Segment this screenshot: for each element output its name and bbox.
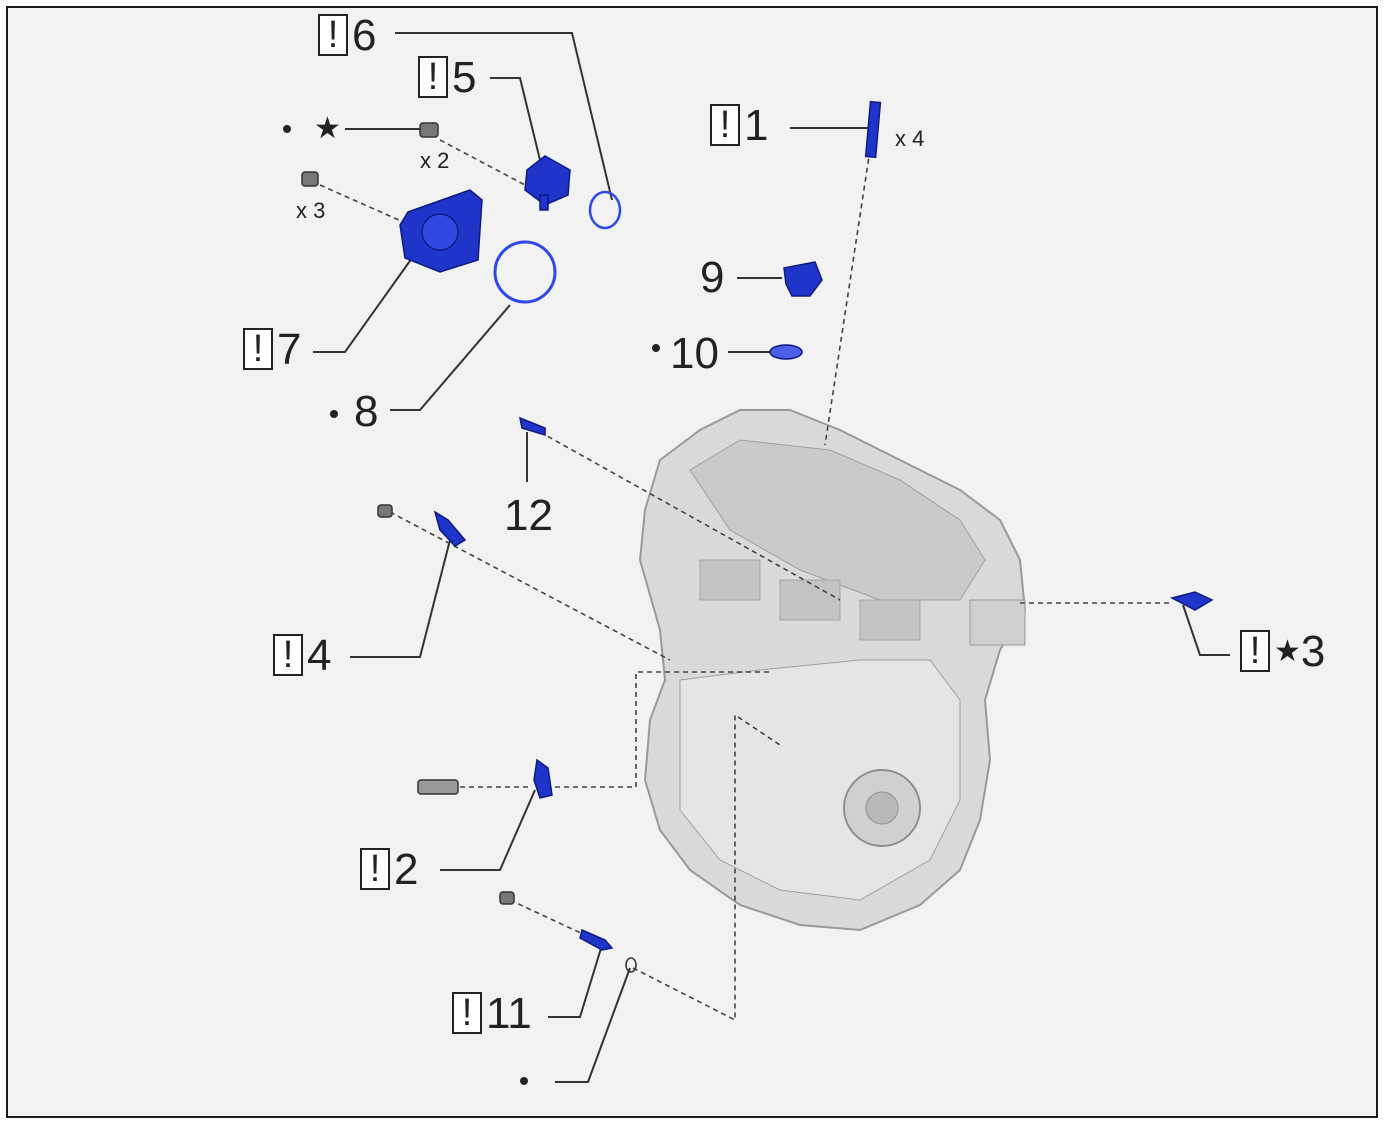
warning-icon: ! bbox=[452, 992, 482, 1034]
bullet-mark bbox=[520, 1077, 528, 1085]
bolts bbox=[301, 122, 637, 973]
callout-number: 5 bbox=[452, 53, 477, 102]
callout-11[interactable]: !11 bbox=[452, 992, 532, 1036]
bullet-mark bbox=[652, 344, 660, 352]
callout-number: 8 bbox=[354, 387, 379, 436]
part-8-gasket bbox=[493, 240, 557, 304]
warning-icon: ! bbox=[243, 328, 273, 370]
callout-number: 6 bbox=[352, 11, 377, 60]
parts bbox=[399, 100, 1214, 951]
callout-6[interactable]: !6 bbox=[318, 14, 376, 58]
bolt-x2 bbox=[419, 122, 439, 138]
part-3-sensor bbox=[1169, 591, 1214, 611]
bullet-mark bbox=[330, 410, 338, 418]
callout-12[interactable]: 12 bbox=[504, 494, 553, 538]
callout-number: 11 bbox=[486, 989, 532, 1038]
assembly-lines bbox=[319, 139, 1172, 1022]
star-icon: ★ bbox=[314, 112, 341, 145]
warning-icon: ! bbox=[710, 104, 740, 146]
warning-icon: ! bbox=[418, 56, 448, 98]
part-11-sensor bbox=[579, 928, 614, 951]
part-12-sensor bbox=[518, 416, 546, 437]
warning-icon: ! bbox=[360, 848, 390, 890]
part-10-ring bbox=[769, 344, 803, 360]
callout-number: 10 bbox=[670, 329, 719, 378]
part-9-cap bbox=[783, 261, 823, 297]
callout-9[interactable]: 9 bbox=[700, 256, 724, 300]
callout-number: 12 bbox=[504, 491, 553, 540]
callout-number: 7 bbox=[277, 325, 302, 374]
part-5-actuator bbox=[524, 155, 571, 206]
warning-icon: ! bbox=[318, 14, 348, 56]
qty-label: x 4 bbox=[895, 126, 925, 151]
callout-2[interactable]: !2 bbox=[360, 848, 418, 892]
bolt-x3 bbox=[301, 171, 319, 187]
callout-8[interactable]: 8 bbox=[354, 390, 378, 434]
callout-number: 1 bbox=[744, 101, 769, 150]
part-6-gasket bbox=[588, 190, 622, 230]
callout-number: 4 bbox=[307, 631, 332, 680]
callout-10[interactable]: 10 bbox=[670, 332, 719, 376]
callout-3[interactable]: !★3 bbox=[1240, 630, 1325, 674]
part-1-spark-plug bbox=[864, 100, 882, 159]
callout-number: 2 bbox=[394, 845, 419, 894]
callout-5[interactable]: !5 bbox=[418, 56, 476, 100]
callout-4[interactable]: !4 bbox=[273, 634, 331, 678]
qty-label: x 3 bbox=[296, 198, 326, 223]
leader-lines bbox=[313, 32, 1230, 1083]
qty-label: x 2 bbox=[420, 148, 450, 173]
callout-7[interactable]: !7 bbox=[243, 328, 301, 372]
part-2-sensor bbox=[533, 758, 553, 799]
part-4-sensor bbox=[433, 510, 467, 547]
engine-block bbox=[638, 409, 1027, 932]
star-icon: ★ bbox=[1274, 635, 1301, 668]
warning-icon: ! bbox=[1240, 630, 1270, 672]
callout-1[interactable]: !1 bbox=[710, 104, 768, 148]
bullet-mark bbox=[283, 125, 291, 133]
warning-icon: ! bbox=[273, 634, 303, 676]
callout-number: 3 bbox=[1300, 627, 1326, 676]
callout-number: 9 bbox=[700, 253, 725, 302]
